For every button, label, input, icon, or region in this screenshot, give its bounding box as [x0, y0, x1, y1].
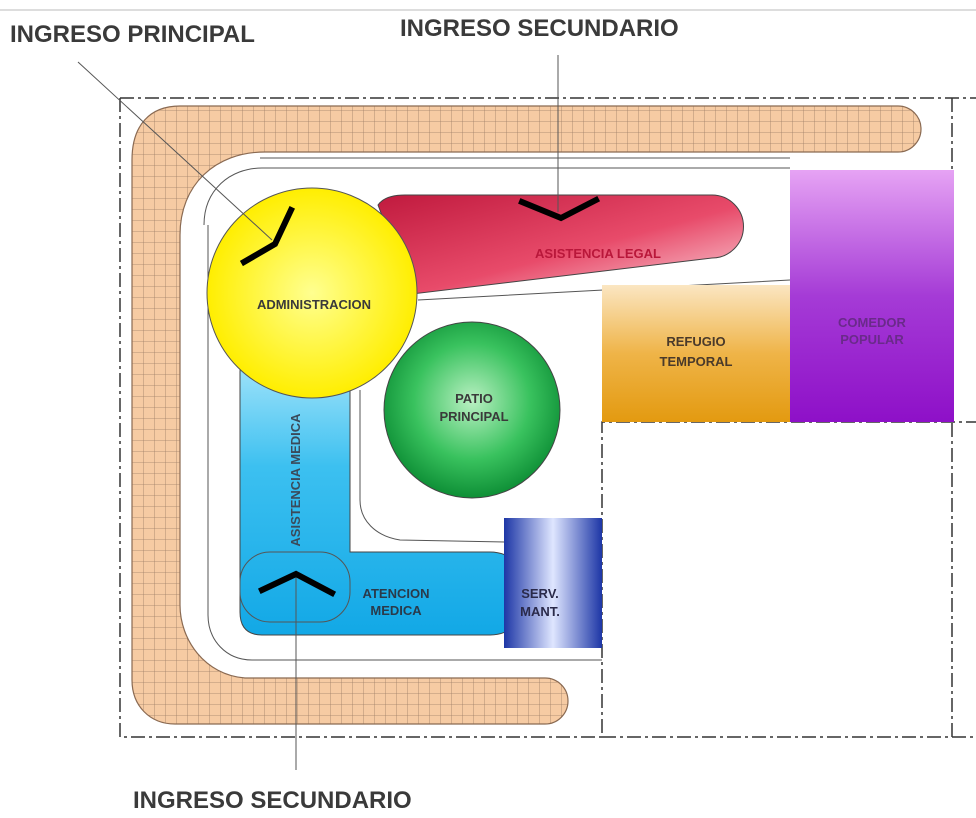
label-patio-line2: PRINCIPAL [439, 409, 508, 424]
site-boundary [119, 97, 976, 738]
label-refugio-line2: TEMPORAL [660, 354, 733, 369]
circulation-path [131, 105, 922, 725]
label-asistencia-legal: ASISTENCIA LEGAL [535, 246, 661, 261]
label-refugio-line1: REFUGIO [666, 334, 725, 349]
label-comedor-line2: POPULAR [840, 332, 904, 347]
label-asistencia-medica: ASISTENCIA MEDICA [288, 413, 303, 547]
label-patio-line1: PATIO [455, 391, 493, 406]
zone-asistencia-legal [377, 194, 744, 295]
zone-refugio-temporal [602, 285, 790, 422]
label-serv-line1: SERV. [521, 586, 559, 601]
zone-administracion [206, 187, 418, 399]
label-ingreso-secundario-bottom: INGRESO SECUNDARIO [133, 787, 412, 814]
label-ingreso-principal: INGRESO PRINCIPAL [10, 21, 255, 48]
walkway-outline [203, 157, 790, 661]
entrance-chevron-main [239, 206, 295, 267]
label-serv-line2: MANT. [520, 604, 560, 619]
label-administracion: ADMINISTRACION [257, 297, 371, 312]
label-atencion-line2: MEDICA [370, 603, 422, 618]
entrance-chevron-bottom [258, 570, 337, 598]
label-ingreso-secundario-top: INGRESO SECUNDARIO [400, 15, 679, 42]
entrance-chevron-top [518, 195, 601, 222]
label-comedor-line1: COMEDOR [838, 315, 907, 330]
zone-comedor-popular [790, 170, 954, 422]
label-atencion-line1: ATENCION [363, 586, 430, 601]
zone-serv-mant [504, 518, 602, 648]
zone-patio-principal [383, 321, 561, 499]
medica-entrance-outline [239, 551, 351, 623]
leader-line-main [77, 61, 273, 241]
